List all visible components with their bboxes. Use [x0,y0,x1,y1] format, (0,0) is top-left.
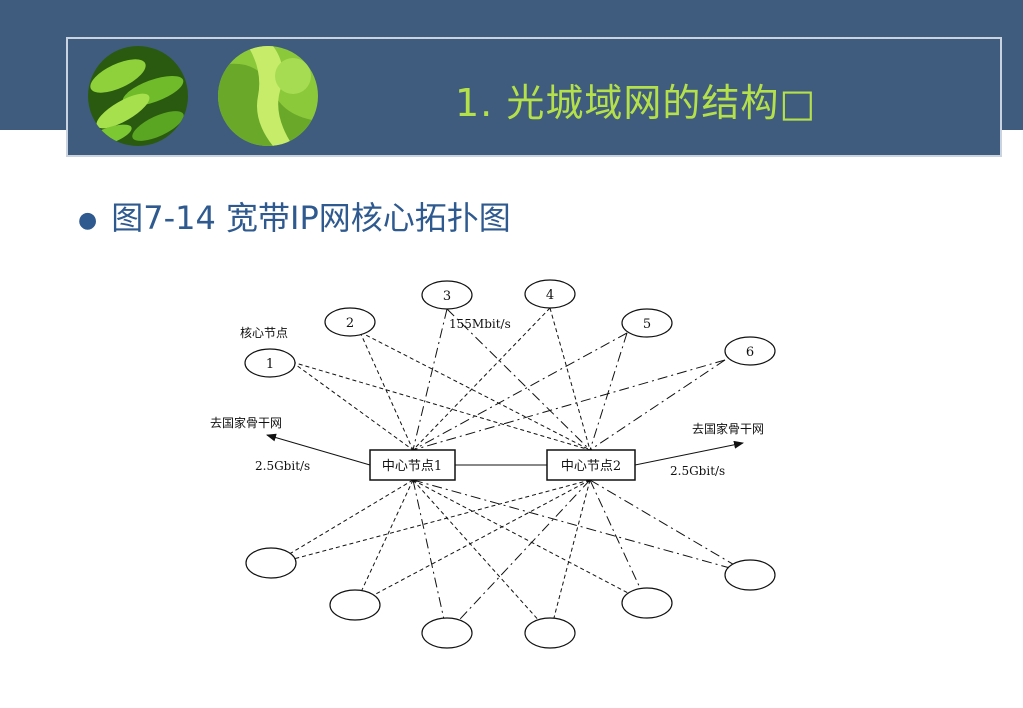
link-core1-center2 [291,361,591,451]
access-node [621,587,673,619]
core-node-6-label: 6 [746,345,754,360]
link-core3-center2 [446,308,591,451]
link-speed-label: 155Mbit/s [449,317,511,331]
access-node [724,559,776,591]
uplink-right-arrow [634,440,744,466]
center-node-2 [546,449,636,481]
core-node-1 [244,348,296,378]
core-node-5 [621,308,673,338]
access-node [421,617,473,649]
core-node-6 [724,336,776,366]
link-core4-center1 [412,307,551,451]
topology-diagram: 1 2 3 4 5 6 中心节点1 中心节点2 核心节点 155Mbit/s 去… [210,279,776,649]
uplink-left-speed: 2.5Gbit/s [255,459,310,473]
bullet-item: ● 图7-14 宽带IP网核心拓扑图 [78,193,511,239]
link-core3-center1 [412,308,448,451]
link-core5-center2 [589,332,628,451]
center-node-1 [369,449,456,481]
backbone-right-label: 去国家骨干网 [692,421,764,436]
uplink-right-speed: 2.5Gbit/s [670,464,725,478]
core-node-5-label: 5 [643,317,651,332]
link-core1-center1 [291,361,414,451]
link-core2-center1 [359,331,414,451]
slide-title: 1. 光城域网的结构□ [455,81,817,125]
link-core2-center2 [359,331,591,451]
core-node-2 [324,307,376,337]
access-node [524,617,576,649]
core-node-3 [421,280,473,310]
bullet-dot-icon: ● [78,207,98,233]
leaf-image-right [218,46,318,146]
link-core6-center1 [412,359,726,451]
core-nodes-label: 核心节点 [240,326,288,340]
uplink-left-arrow [266,433,371,466]
core-node-4-label: 4 [546,288,554,303]
core-node-1-label: 1 [266,357,274,372]
link-core6-center2 [589,359,726,451]
link-core4-center2 [549,307,591,451]
backbone-left-label: 去国家骨干网 [210,415,282,430]
center-node-2-label: 中心节点2 [561,459,621,474]
link-core5-center1 [412,332,628,451]
core-node-4 [524,279,576,309]
core-node-3-label: 3 [443,289,451,304]
access-node [245,547,297,579]
bullet-text: 图7-14 宽带IP网核心拓扑图 [111,199,511,237]
leaf-image-left [88,46,188,146]
center-node-1-label: 中心节点1 [382,459,442,474]
access-node [329,589,381,621]
core-node-2-label: 2 [346,316,354,331]
